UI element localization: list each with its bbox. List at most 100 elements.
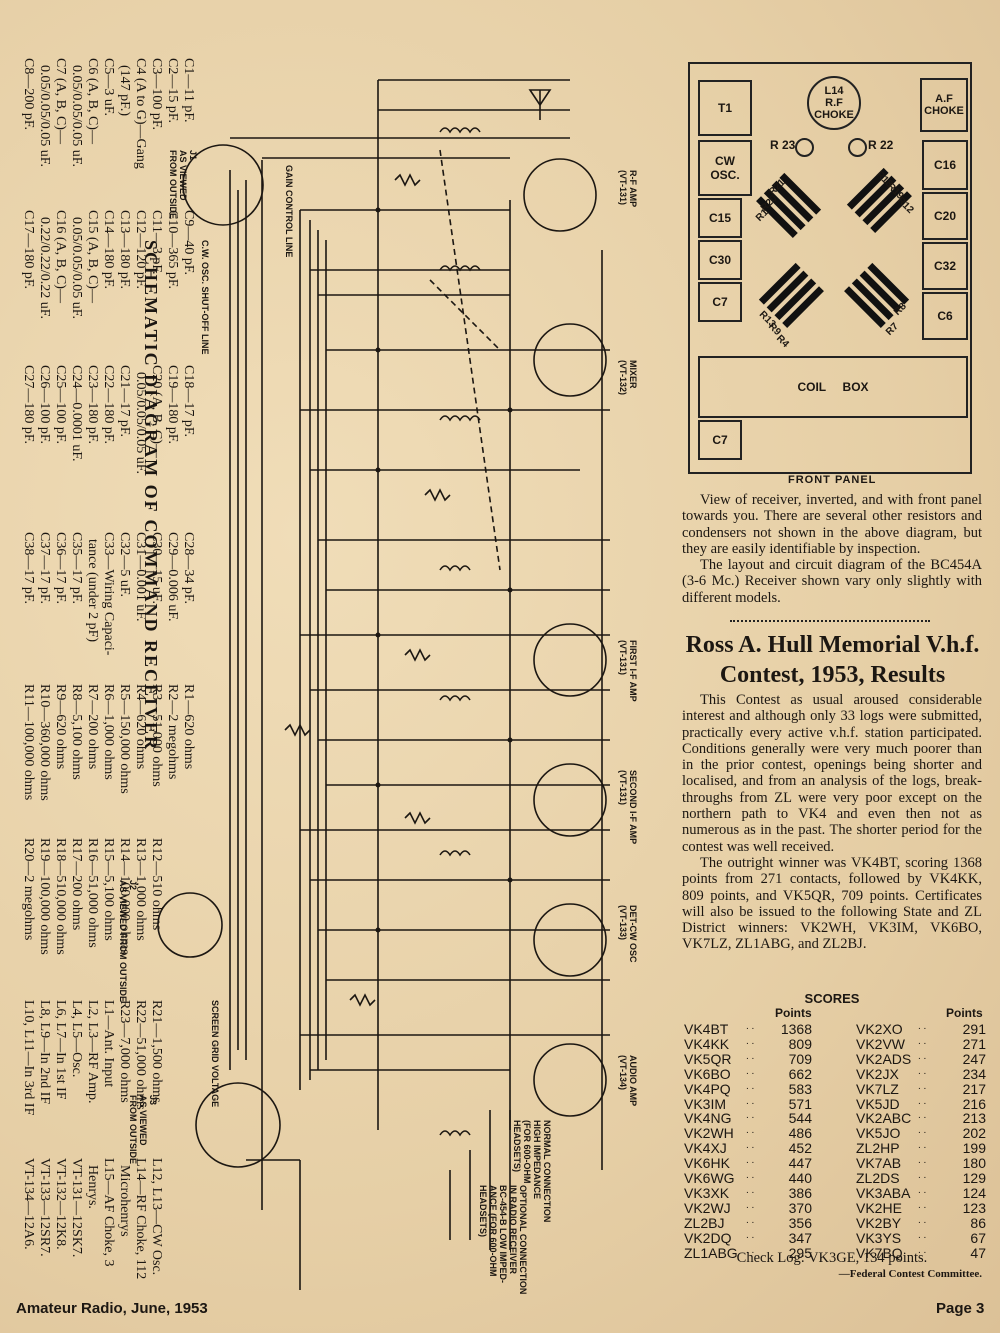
normal-connection-label: NORMAL CONNECTION HIGH IMPEDANCE (FOR 60…	[512, 1120, 552, 1223]
score-callsign: VK2HE	[856, 1199, 902, 1216]
score-dots: . .	[746, 1170, 755, 1181]
caption-paragraph-2: The layout and circuit diagram of the BC…	[682, 557, 982, 606]
score-dots: . .	[918, 1095, 927, 1107]
score-points: 709	[788, 1050, 812, 1067]
score-points: 571	[788, 1095, 812, 1112]
first-if-label: FIRST I-F AMP (VT-131)	[618, 640, 638, 702]
front-panel-caption: View of receiver, inverted, and with fro…	[682, 492, 982, 606]
score-callsign: VK6WG	[684, 1170, 735, 1186]
score-points: 202	[962, 1125, 986, 1142]
front-panel-diagram: T1 L14 R.F CHOKE A.F CHOKE R 23 R 22 CW …	[688, 62, 972, 474]
score-points: 583	[788, 1080, 812, 1097]
c7-bottom-component: C7	[698, 420, 742, 460]
score-callsign: VK2WH	[684, 1125, 734, 1142]
score-callsign: VK2ADS	[856, 1050, 912, 1067]
score-dots: . .	[746, 1065, 755, 1077]
gain-control-label: GAIN CONTROL LINE	[284, 165, 294, 258]
article-body: This Contest as usual aroused considerab…	[682, 692, 982, 953]
score-points: 662	[788, 1065, 812, 1082]
score-points: 544	[788, 1110, 812, 1127]
score-points: 217	[962, 1080, 986, 1097]
score-dots: . .	[746, 1095, 755, 1107]
score-callsign: VK5JD	[856, 1095, 900, 1112]
c20-component: C20	[922, 192, 968, 240]
capacitor-list-4: C28—34 pF. C29—0.006 uF. C30—15 uF. C31—…	[21, 532, 196, 656]
score-dots: . .	[918, 1229, 927, 1241]
score-dots: . .	[746, 1125, 755, 1137]
caption-paragraph-1: View of receiver, inverted, and with fro…	[682, 492, 982, 557]
score-callsign: ZL2HP	[856, 1140, 900, 1157]
score-callsign: VK3XK	[684, 1184, 730, 1201]
score-callsign: ZL1ABG	[684, 1244, 738, 1261]
score-callsign: VK2VW	[856, 1035, 906, 1052]
resistor-list-3: R21—1,500 ohms R22—51,000 ohms R23—7,000…	[21, 1000, 164, 1116]
score-points: 47	[970, 1244, 986, 1261]
score-callsign: ZL2DS	[856, 1170, 900, 1186]
score-points: 447	[788, 1155, 812, 1172]
j2-label: J2 AS VIEWED FROM OUTSIDE	[118, 880, 138, 1003]
score-callsign: VK2WJ	[684, 1199, 731, 1216]
score-points: 370	[788, 1199, 812, 1216]
resistor-list-2: R12—510 ohms R13—1,000 ohms R14—100,000 …	[21, 838, 164, 955]
points-header-left: Points	[775, 1006, 812, 1020]
c16-component: C16	[922, 140, 968, 190]
coil-box-component: COIL BOX	[698, 356, 968, 418]
article-paragraph-1: This Contest as usual aroused considerab…	[682, 692, 982, 855]
score-callsign: VK7AB	[856, 1155, 902, 1172]
c7-top-component: C7	[698, 282, 742, 322]
score-callsign: VK2JX	[856, 1065, 899, 1082]
score-callsign: VK6HK	[684, 1155, 730, 1172]
score-callsign: VK2BY	[856, 1214, 902, 1231]
capacitor-list-3: C18—17 pF. C19—180 pF. C20 (A, B, C)— 0.…	[21, 365, 196, 474]
score-dots: . .	[746, 1140, 755, 1152]
committee-credit: —Federal Contest Committee.	[838, 1268, 982, 1280]
score-callsign: VK4BT	[684, 1021, 729, 1037]
score-points: 213	[962, 1110, 986, 1127]
resistor-list-4: L12, L13—CW Osc. L14—RF Choke, 112 Micro…	[21, 1158, 164, 1280]
score-dots: . .	[918, 1021, 927, 1032]
score-dots: . .	[918, 1065, 927, 1077]
score-callsign: VK2DQ	[684, 1229, 732, 1246]
det-osc-label: DET-CW OSC (VT-133)	[618, 905, 638, 963]
resistor-blocks	[756, 167, 912, 328]
cw-shutoff-label: C.W. OSC. SHUT-OFF LINE	[200, 240, 210, 355]
cw-osc-component: CW OSC.	[698, 140, 752, 196]
score-dots: . .	[746, 1110, 755, 1122]
score-points: 356	[788, 1214, 812, 1231]
score-dots: . .	[918, 1214, 927, 1226]
schematic-diagram	[157, 79, 610, 1290]
c32-component: C32	[922, 242, 968, 290]
score-dots: . .	[746, 1050, 755, 1062]
second-if-label: SECOND I-F AMP (VT-131)	[618, 770, 638, 845]
score-points: 386	[788, 1184, 812, 1201]
footer-publication: Amateur Radio, June, 1953	[16, 1300, 208, 1317]
score-dots: . .	[746, 1184, 755, 1196]
capacitor-list-2: C9—40 pF. C10—365 pF. C11—3 pF. C12—120 …	[21, 210, 196, 319]
rf-amp-label: R-F AMP (VT-131)	[618, 170, 638, 208]
t1-component: T1	[698, 80, 752, 136]
af-choke-component: A.F CHOKE	[920, 78, 968, 132]
r22-label: R 22	[868, 138, 894, 152]
audio-amp-label: AUDIO AMP (VT-134)	[618, 1055, 638, 1107]
optional-connection-label: OPTIONAL CONNECTION IN RADIO RECEIVER BC…	[478, 1185, 528, 1295]
c15-component: C15	[698, 198, 742, 238]
j3-label: J3 AS VIEWED FROM OUTSIDE	[128, 1095, 158, 1164]
article-paragraph-2: The outright winner was VK4BT, scoring 1…	[682, 854, 982, 953]
section-divider	[730, 620, 930, 622]
score-dots: . .	[746, 1229, 755, 1241]
score-points: 486	[788, 1125, 812, 1142]
score-dots: . .	[918, 1170, 927, 1181]
capacitor-list-1: C1—11 pF. C2—15 pF. C3—100 pF. C4 (A to …	[21, 58, 196, 169]
score-points: 295	[788, 1244, 812, 1261]
score-callsign: VK6BO	[684, 1065, 731, 1082]
score-callsign: VK5QR	[684, 1050, 732, 1067]
score-callsign: VK7BQ	[856, 1244, 903, 1261]
score-dots: . .	[918, 1244, 927, 1256]
score-dots: . .	[918, 1110, 927, 1122]
c6-component: C6	[922, 292, 968, 340]
screen-voltage-label: SCREEN GRID VOLTAGE	[210, 1000, 220, 1108]
footer-page-number: Page 3	[936, 1300, 985, 1317]
r22-circle	[848, 138, 867, 157]
score-callsign: VK4PQ	[684, 1080, 731, 1097]
score-dots: . .	[918, 1155, 927, 1167]
